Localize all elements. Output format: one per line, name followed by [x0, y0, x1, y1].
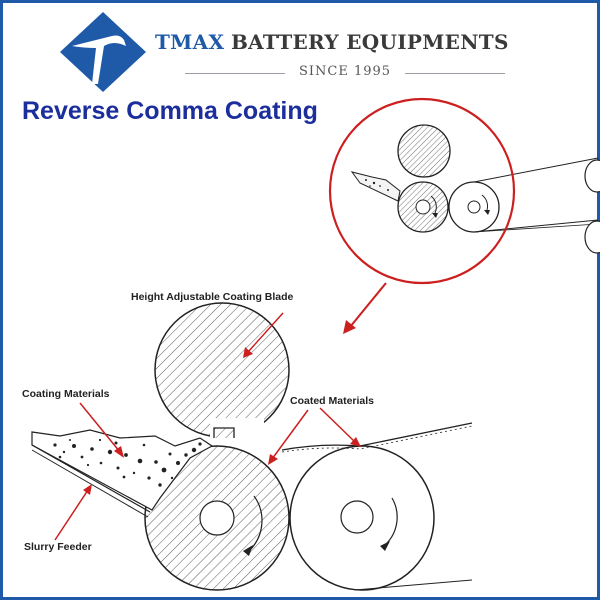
- page-title: Reverse Comma Coating: [22, 97, 318, 125]
- brand-name: TMAX BATTERY EQUIPMENTS: [155, 30, 509, 54]
- callout-arrows: [54, 312, 361, 541]
- backing-roll: [289, 445, 435, 591]
- divider-left: [185, 73, 285, 74]
- divider-right: [405, 73, 505, 74]
- blade-callout-arrow: [243, 312, 284, 358]
- tmax-logo-icon: [60, 12, 146, 92]
- blade-label: Height Adjustable Coating Blade: [131, 291, 294, 303]
- coating-materials-callout-arrow: [79, 402, 124, 458]
- brand-name-part2: BATTERY EQUIPMENTS: [230, 30, 509, 54]
- coating-material-particles: [53, 438, 202, 487]
- zoom-blade-roll: [397, 124, 451, 178]
- blade-roll: [154, 302, 290, 438]
- applicator-roll: [144, 445, 290, 591]
- slurry-feeder: [31, 429, 214, 518]
- zoom-backing-roll: [448, 181, 500, 233]
- zoom-circle: [328, 97, 516, 285]
- zoom-inset: [328, 97, 600, 285]
- brand-name-part1: TMAX: [155, 30, 225, 54]
- coated-materials-callout-arrow-right: [319, 407, 361, 447]
- since-tagline: SINCE 1995: [185, 64, 505, 82]
- since-text: SINCE 1995: [298, 64, 392, 79]
- slurry-feeder-callout-arrow: [54, 484, 92, 541]
- slurry-feeder-label: Slurry Feeder: [24, 541, 92, 553]
- zoom-feeder: [350, 171, 401, 202]
- coating-materials-label: Coating Materials: [22, 388, 110, 400]
- coated-materials-label: Coated Materials: [290, 395, 375, 407]
- coated-materials-callout-arrow-left: [268, 409, 309, 465]
- zoom-arrow-icon: [343, 282, 387, 334]
- zoom-applicator-roll: [397, 181, 449, 233]
